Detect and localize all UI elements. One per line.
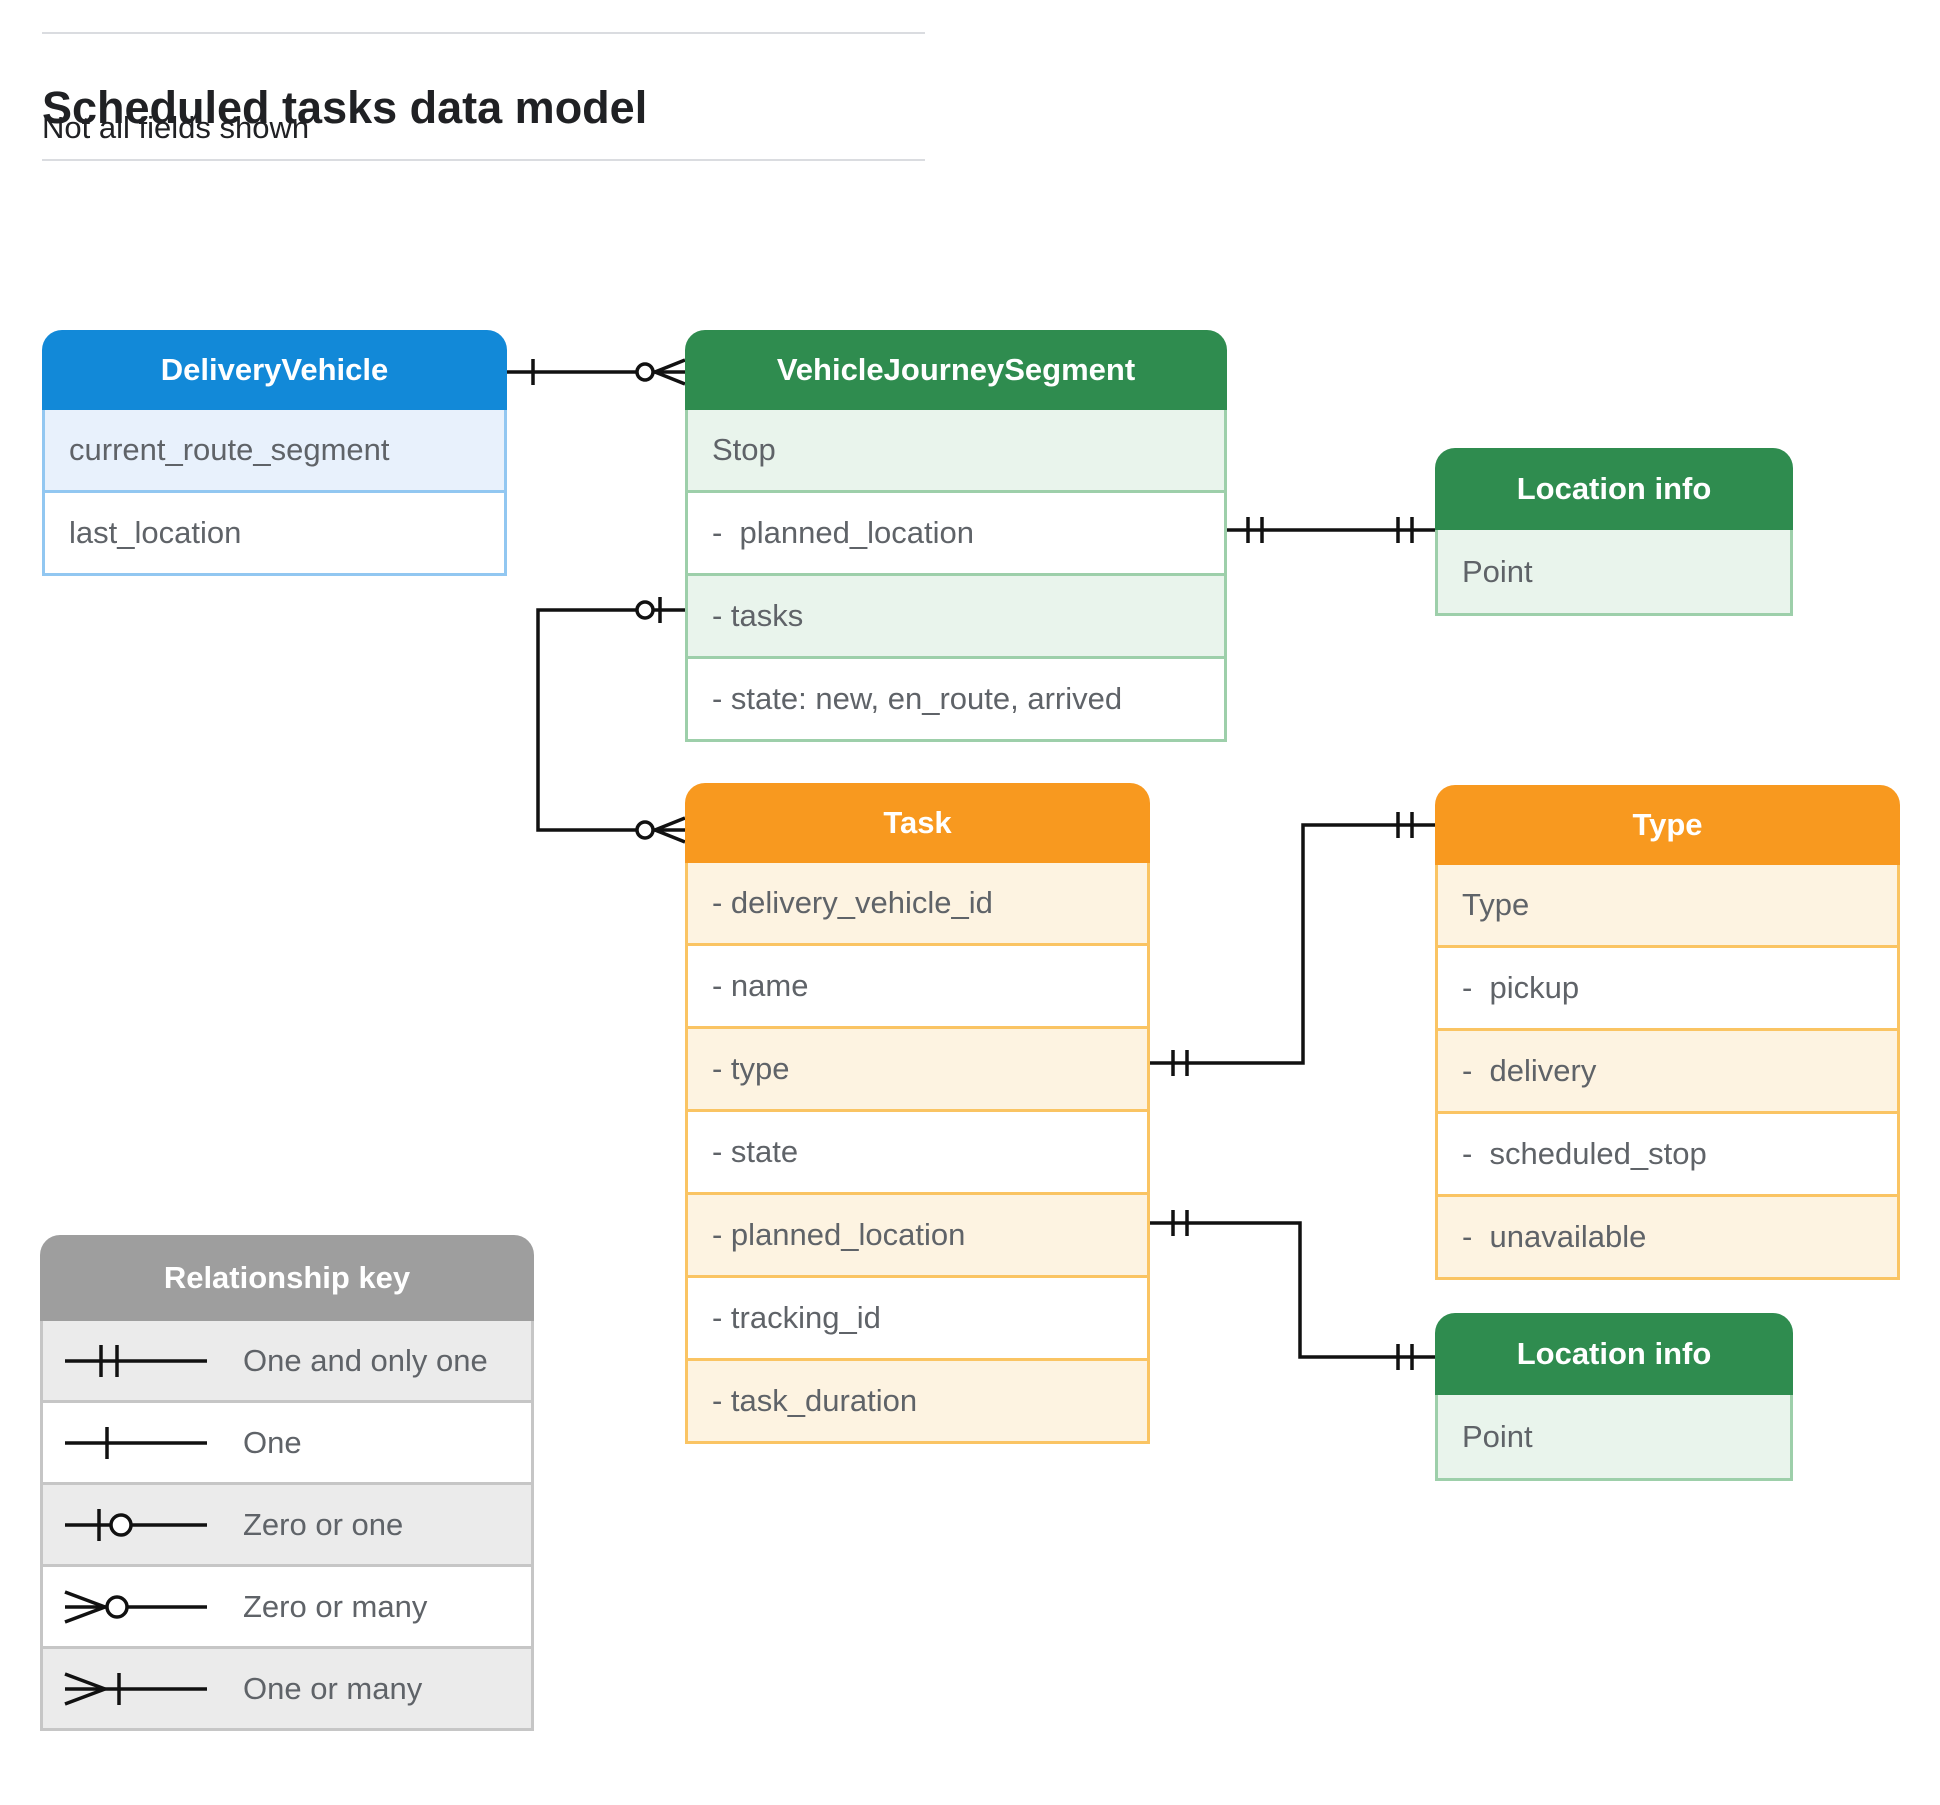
entity-vehicle-journey-segment-header: VehicleJourneySegment [685,330,1227,410]
legend-label: One [243,1424,302,1460]
entity-type-rows: Type - pickup - delivery - scheduled_sto… [1435,865,1900,1280]
page-subtitle: Not all fields shown [42,110,310,145]
connector-deliveryvehicle-vehiclejourneysegment [507,358,686,386]
entity-location-info-bottom-header: Location info [1435,1313,1793,1395]
one-icon [65,1426,207,1459]
field-row: Point [1438,1395,1790,1478]
legend-label: One and only one [243,1342,488,1378]
connector-plannedlocation-locationinfo-bottom [1150,1210,1435,1370]
entity-title: Location info [1516,471,1712,506]
zero-or-many-icon [64,1589,207,1624]
legend-label: Zero or one [243,1506,404,1542]
entity-title: Location info [1516,1336,1712,1371]
field-row: - planned_location [688,1192,1147,1275]
page-title: Scheduled tasks data model [42,82,648,134]
entity-delivery-vehicle: DeliveryVehicle current_route_segment la… [42,330,507,576]
connector-tasks-task [536,597,686,844]
field-row: - state: new, en_route, arrived [688,656,1224,739]
field-row: - type [688,1026,1147,1109]
field-row: - tracking_id [688,1275,1147,1358]
field-row: - delivery [1438,1028,1897,1111]
field-row: - unavailable [1438,1194,1897,1277]
field-row: Type [1438,865,1897,945]
connector-type-type-entity [1150,812,1435,1076]
field-row: Point [1438,530,1790,613]
entity-vehicle-journey-segment: VehicleJourneySegment Stop - planned_loc… [685,330,1227,742]
field-row: last_location [45,490,504,573]
legend-label: One or many [243,1670,423,1706]
zero-or-one-icon [65,1508,207,1541]
relationship-key-rows: One and only one One Zero or one Zero or… [40,1321,534,1731]
relationship-key-header: Relationship key [40,1235,534,1321]
field-row: current_route_segment [45,410,504,490]
field-row: - tasks [688,573,1224,656]
entity-title: VehicleJourneySegment [776,352,1136,387]
entity-delivery-vehicle-rows: current_route_segment last_location [42,410,507,576]
entity-type: Type Type - pickup - delivery - schedule… [1435,785,1900,1280]
legend-item: Zero or many [43,1564,531,1646]
field-row: - delivery_vehicle_id [688,863,1147,943]
relationship-key: Relationship key One and only one One Ze… [40,1235,534,1731]
entity-delivery-vehicle-header: DeliveryVehicle [42,330,507,410]
legend-item: Zero or one [43,1482,531,1564]
entity-title: Task [883,805,952,840]
one-and-only-one-icon [65,1344,207,1377]
legend-item: One [43,1400,531,1482]
entity-location-info-top-header: Location info [1435,448,1793,530]
connector-plannedlocation-locationinfo-top [1227,517,1435,543]
field-row: - task_duration [688,1358,1147,1441]
field-row: - pickup [1438,945,1897,1028]
entity-location-info-top-rows: Point [1435,530,1793,616]
field-row: - planned_location [688,490,1224,573]
entity-location-info-bottom: Location info Point [1435,1313,1793,1481]
field-row: - state [688,1109,1147,1192]
entity-type-header: Type [1435,785,1900,865]
relationship-key-title: Relationship key [163,1260,411,1295]
entity-title: Type [1632,807,1703,842]
title-divider [42,159,925,161]
entity-title: DeliveryVehicle [160,352,389,387]
entity-vehicle-journey-segment-rows: Stop - planned_location - tasks - state:… [685,410,1227,742]
one-or-many-icon [64,1671,207,1706]
legend-item: One and only one [43,1321,531,1400]
entity-task-header: Task [685,783,1150,863]
entity-location-info-bottom-rows: Point [1435,1395,1793,1481]
legend-item: One or many [43,1646,531,1728]
field-row: - name [688,943,1147,1026]
legend-label: Zero or many [243,1588,428,1624]
field-row: Stop [688,410,1224,490]
entity-task-rows: - delivery_vehicle_id - name - type - st… [685,863,1150,1444]
top-divider [42,32,925,34]
entity-location-info-top: Location info Point [1435,448,1793,616]
entity-task: Task - delivery_vehicle_id - name - type… [685,783,1150,1444]
field-row: - scheduled_stop [1438,1111,1897,1194]
